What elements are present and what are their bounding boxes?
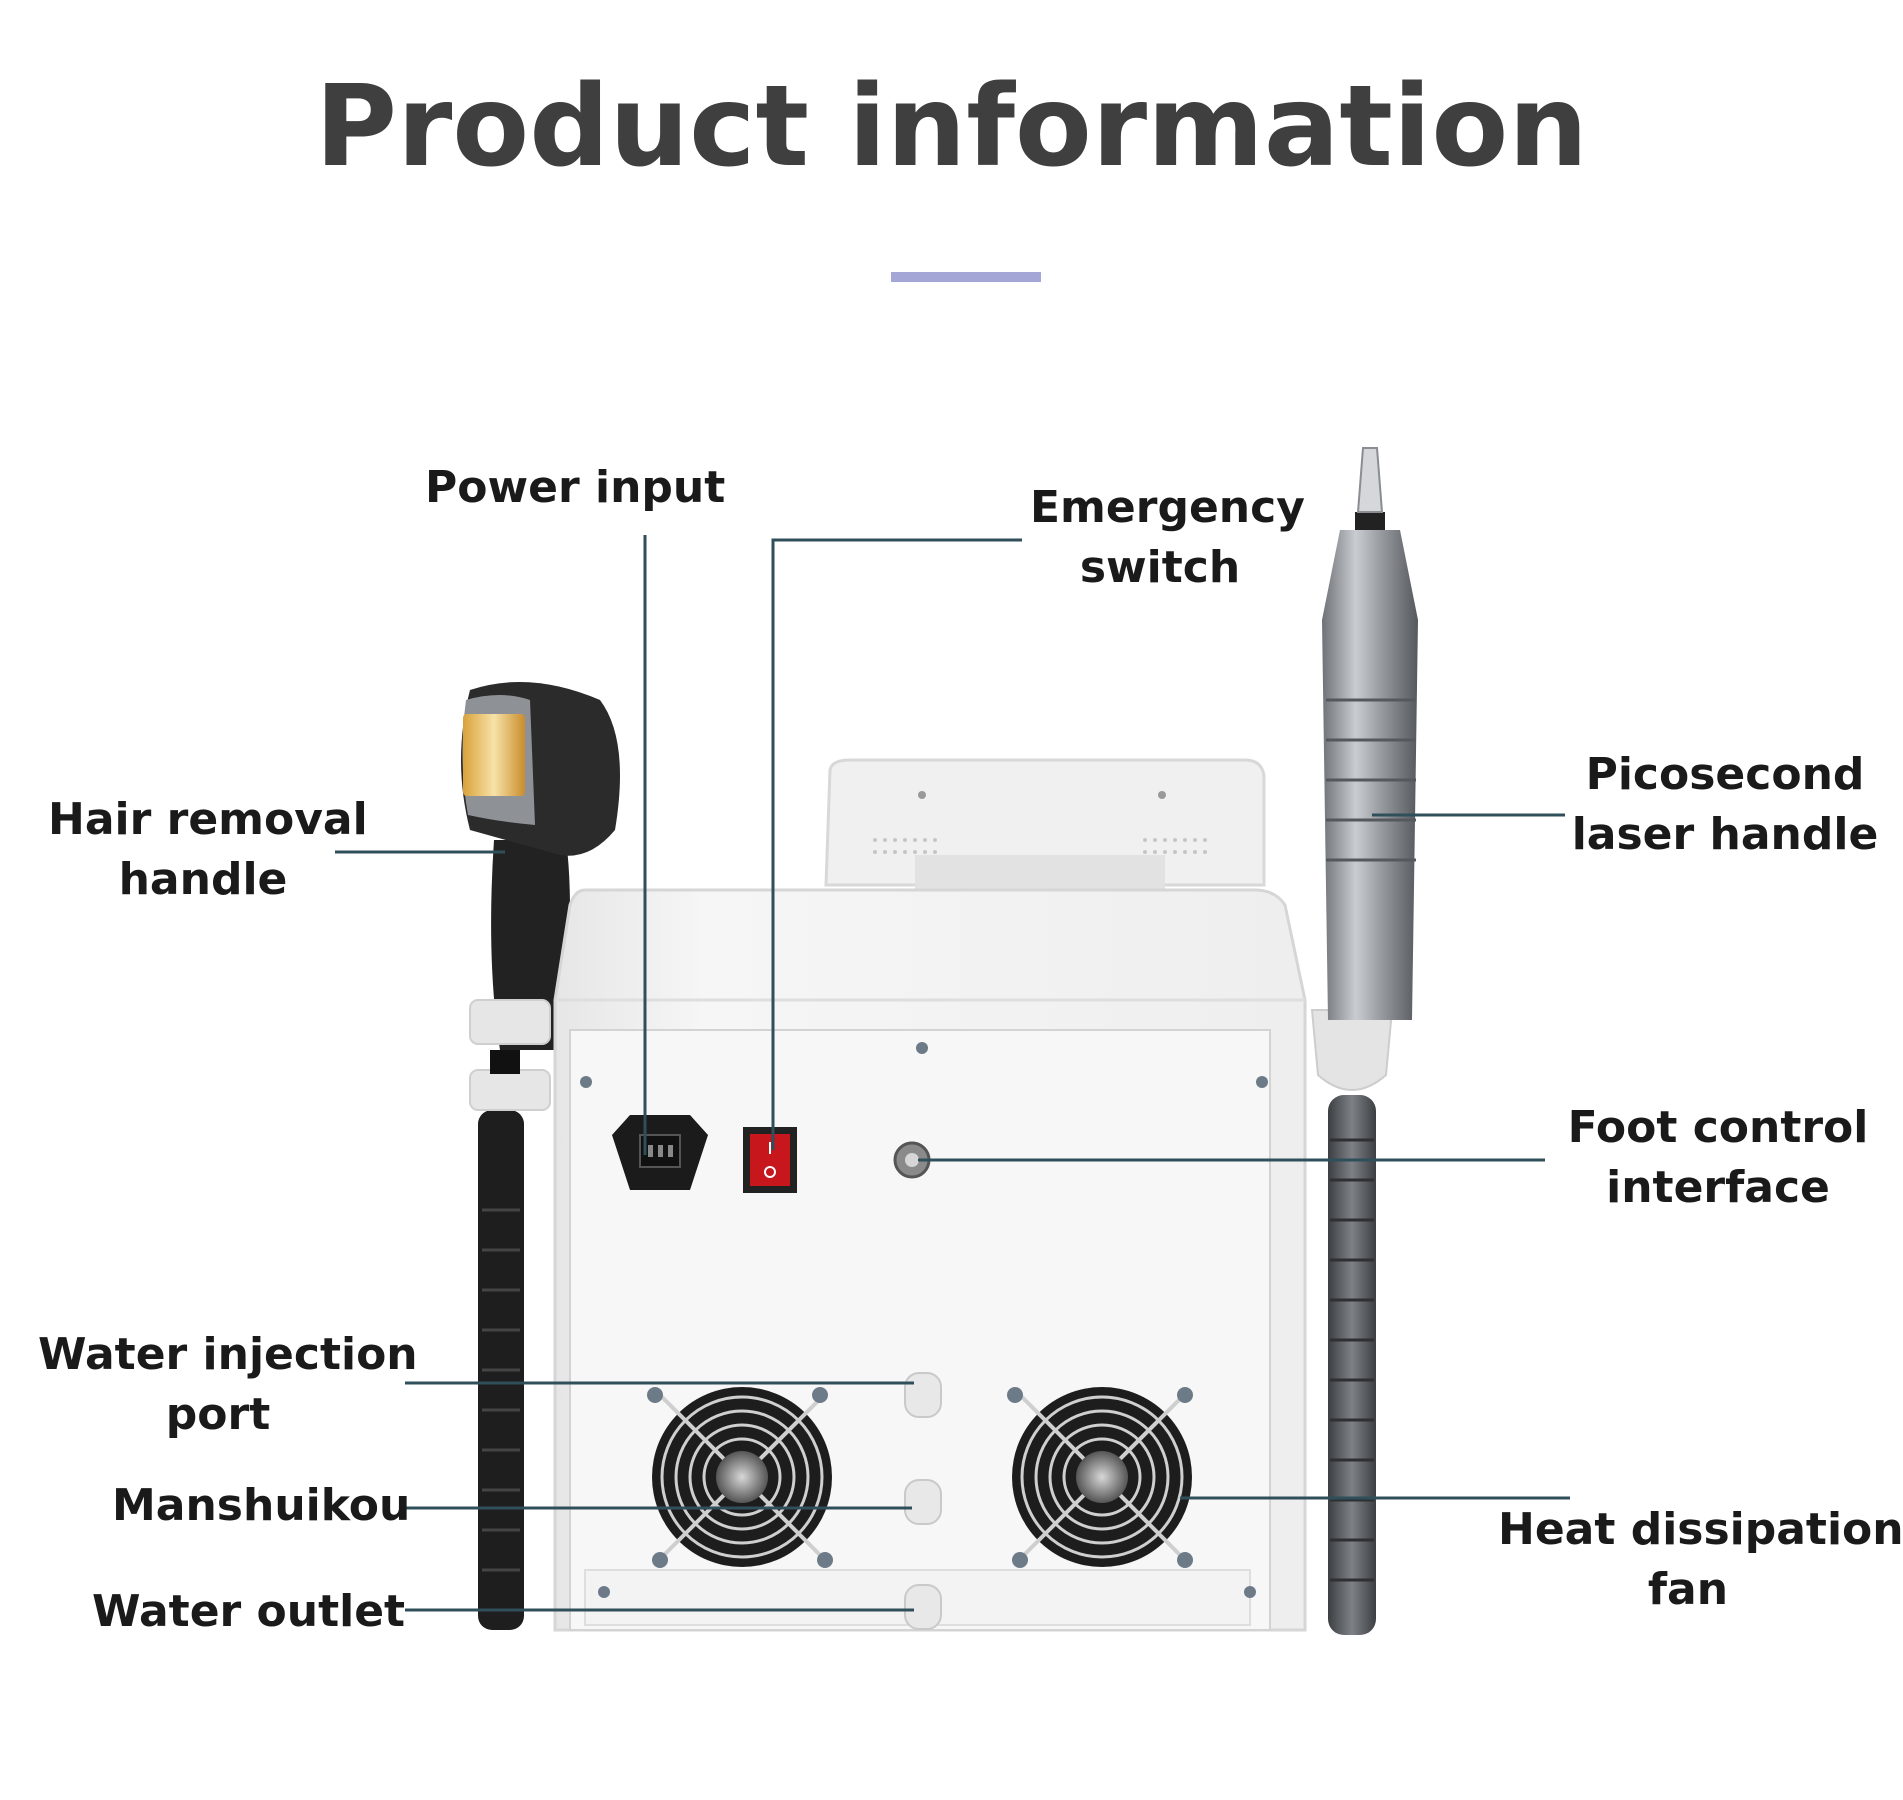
right-fan xyxy=(1007,1387,1193,1568)
callout-emergency-switch xyxy=(771,538,1022,1150)
page-title: Product information xyxy=(314,62,1588,192)
label-water-injection-port: Water injection port xyxy=(38,1329,418,1440)
callout-lines xyxy=(335,535,1570,1612)
power-input-socket xyxy=(612,1115,708,1190)
emergency-switch xyxy=(743,1127,797,1193)
left-fan xyxy=(647,1387,833,1568)
label-hair-removal-handle: Hair removal handle xyxy=(48,794,368,905)
foot-control-port xyxy=(893,1141,931,1179)
label-emergency-switch: Emergency switch xyxy=(1030,482,1305,593)
title-accent-rule xyxy=(891,272,1041,282)
screen-housing xyxy=(824,758,1266,895)
label-heat-dissipation-fan: Heat dissipation fan xyxy=(1498,1504,1903,1615)
label-water-outlet: Water outlet xyxy=(92,1586,406,1637)
label-manshuikou: Manshuikou xyxy=(112,1480,411,1531)
hair-removal-handle xyxy=(461,682,620,1630)
label-foot-control-interface: Foot control interface xyxy=(1567,1102,1869,1213)
water-fittings xyxy=(904,1372,942,1630)
picosecond-laser-handle xyxy=(1310,447,1418,1635)
label-power-input: Power input xyxy=(425,462,726,513)
label-picosecond-laser-handle: Picosecond laser handle xyxy=(1571,749,1879,860)
